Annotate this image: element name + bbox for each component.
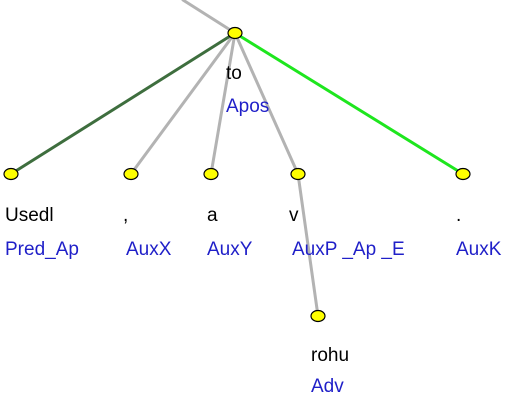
edge-v-rohu: [296, 172, 320, 318]
edges-layer: [9, 0, 465, 318]
edge-to-dot: [233, 31, 465, 176]
node-dot[interactable]: [290, 167, 306, 181]
edge-to-comma: [129, 31, 237, 176]
node-word: Usedl: [5, 205, 54, 226]
node-word: ,: [123, 205, 128, 226]
node-dot[interactable]: [123, 167, 139, 181]
edge-to-a: [209, 31, 237, 176]
edge-parent-to: [181, 0, 237, 35]
node-afun-label: AuxK: [456, 239, 502, 260]
edge-to-usedl: [9, 31, 237, 176]
node-afun-label: AuxY: [207, 239, 253, 260]
node-afun-label: AuxX: [126, 239, 172, 260]
node-dot[interactable]: [227, 26, 243, 40]
node-word: rohu: [311, 345, 349, 366]
node-dot[interactable]: [3, 167, 19, 181]
tree-node-dot[interactable]: . AuxK: [455, 167, 502, 261]
node-word: .: [456, 205, 461, 226]
node-afun-label: AuxP _Ap _E: [292, 239, 405, 260]
node-word: a: [207, 205, 218, 226]
node-dot[interactable]: [203, 167, 219, 181]
tree-node-comma[interactable]: , AuxX: [123, 167, 172, 261]
node-dot[interactable]: [310, 309, 326, 323]
node-afun-label: Adv: [311, 376, 344, 396]
edge-to-v: [233, 31, 300, 176]
node-afun-label: Apos: [226, 96, 269, 117]
node-word: to: [226, 63, 242, 84]
node-dot[interactable]: [455, 167, 471, 181]
node-word: v: [289, 205, 299, 226]
node-afun-label: Pred_Ap: [5, 239, 79, 260]
